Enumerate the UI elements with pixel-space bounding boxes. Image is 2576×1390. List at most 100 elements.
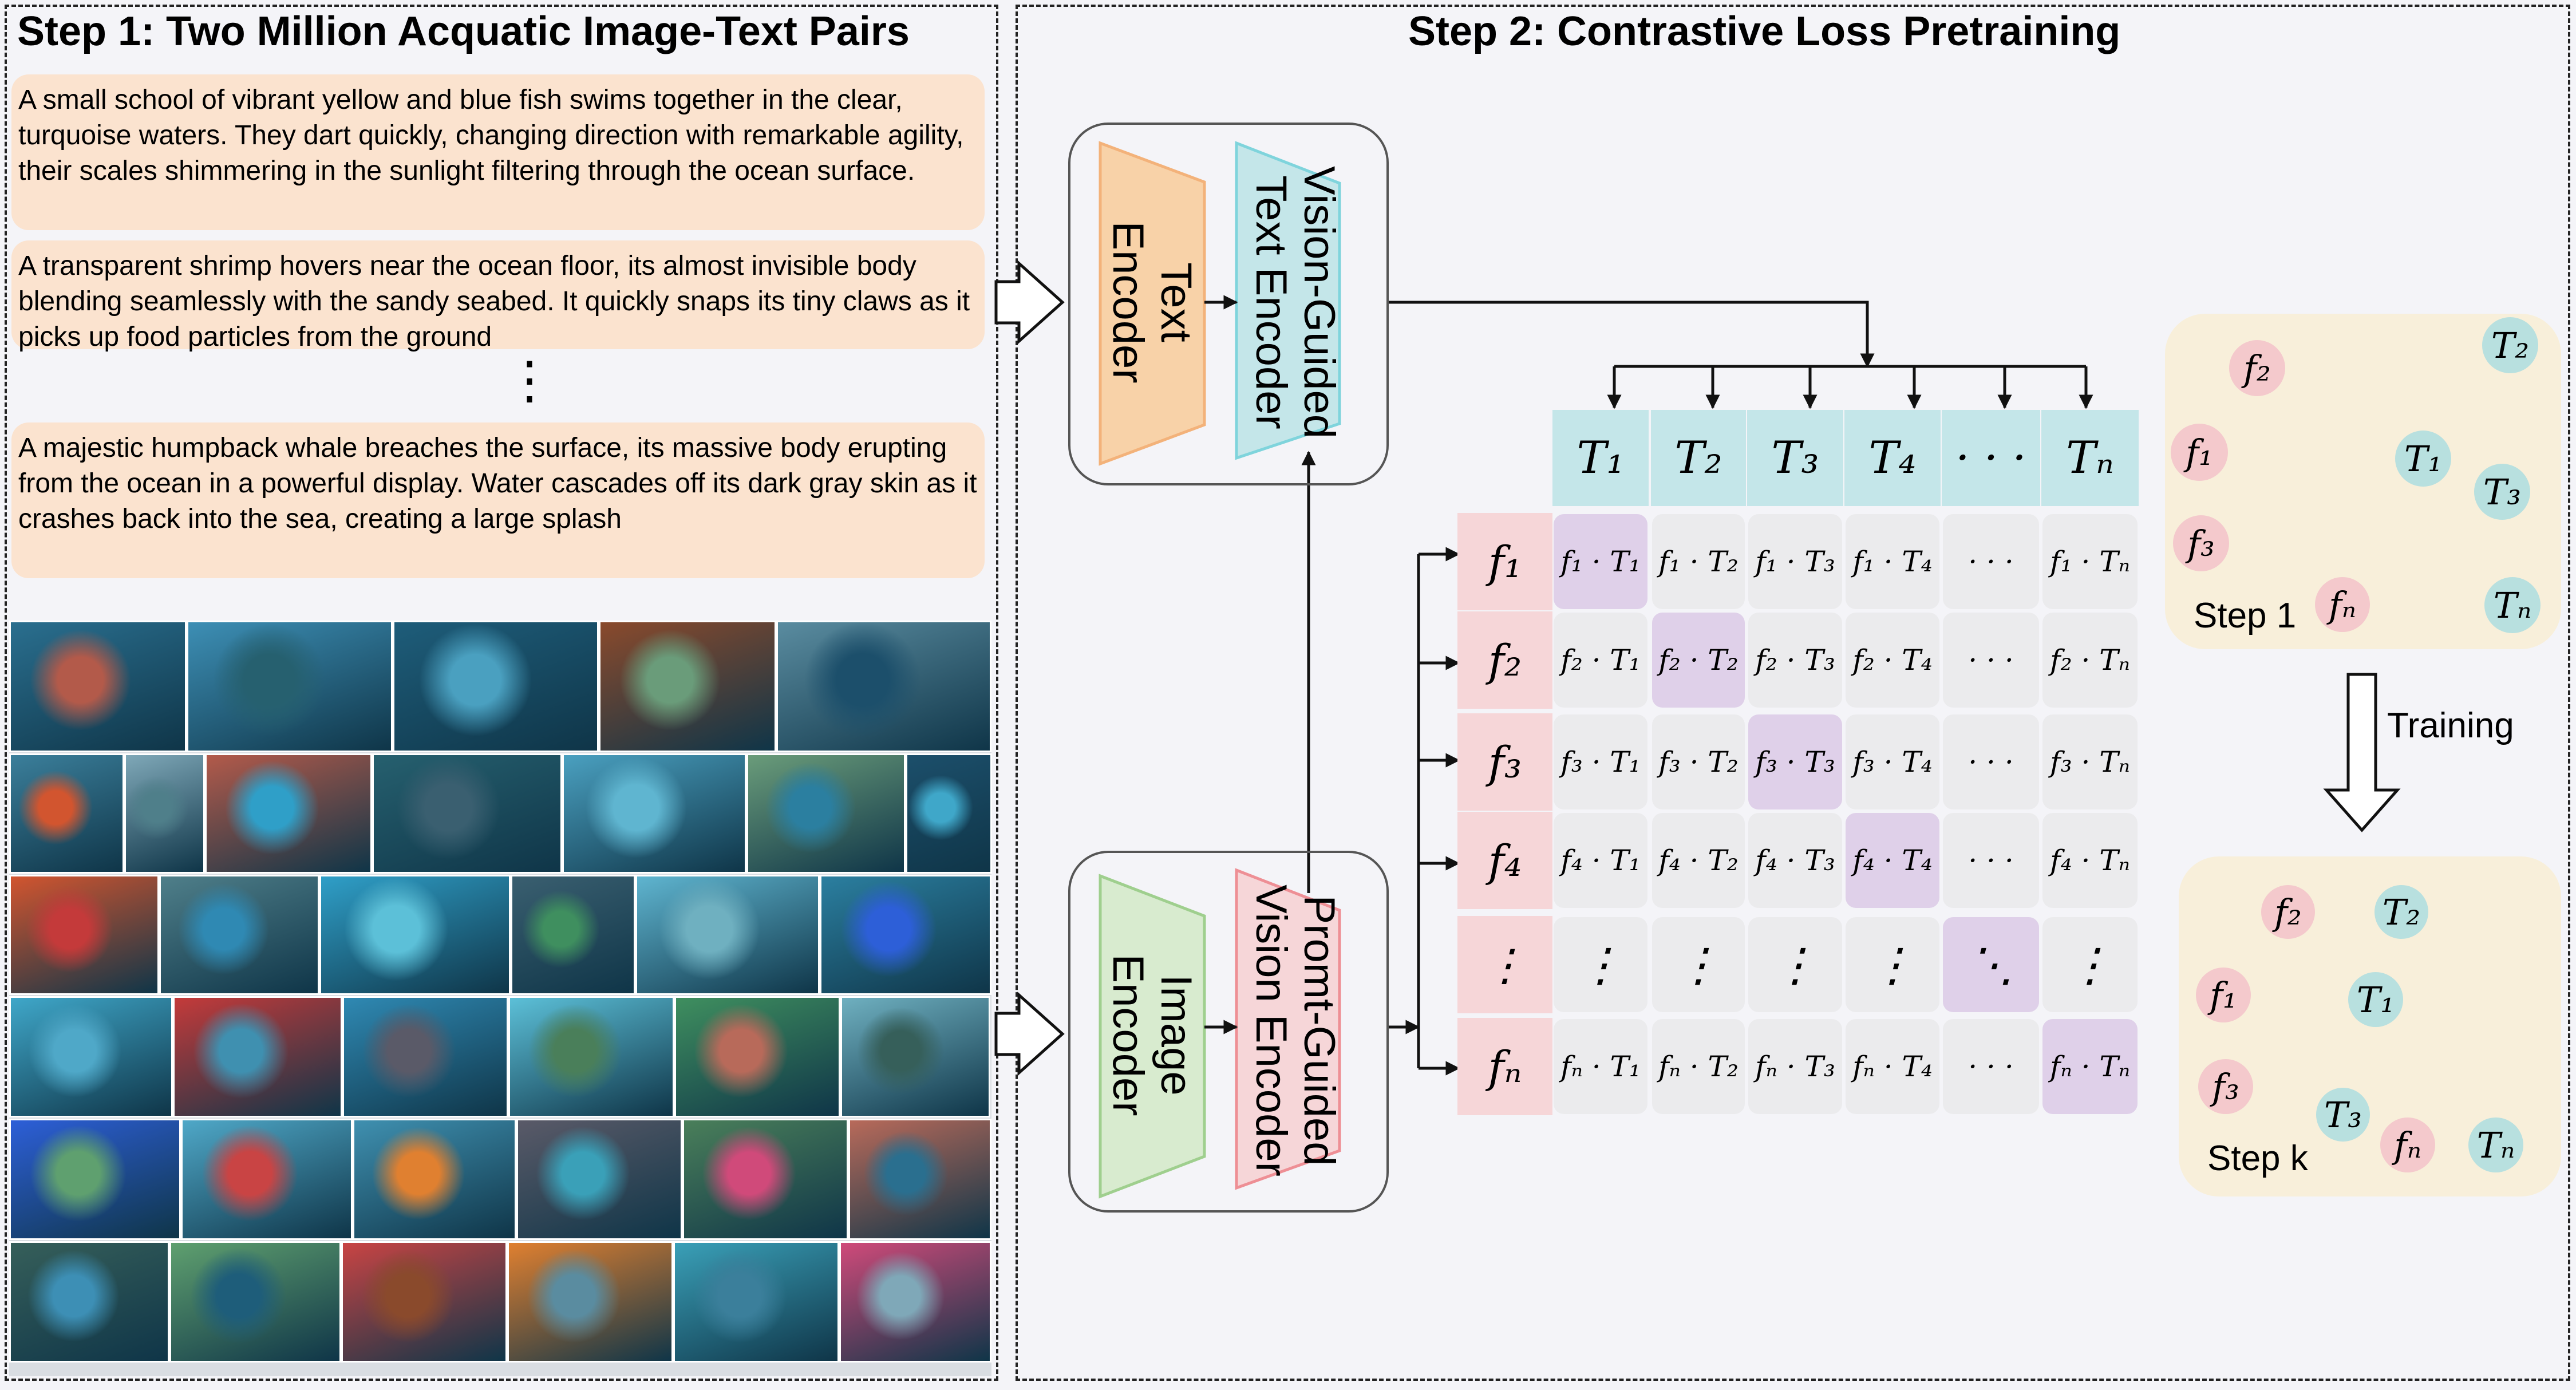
step1-label: Step 1 — [2194, 596, 2297, 635]
underwater-photo — [9, 621, 187, 752]
underwater-photo — [516, 1119, 682, 1240]
text-feature-header-4: T₄ — [1844, 410, 1941, 506]
prompt-guided-vision-encoder-label: Promt-Guided Vision Encoder — [1247, 884, 1344, 1176]
node-tn-step1: Tₙ — [2484, 577, 2541, 633]
node-f2-step1: f₂ — [2229, 340, 2285, 396]
underwater-photo — [393, 621, 599, 752]
node-t2-stepk: T₂ — [2374, 885, 2428, 939]
underwater-photo — [562, 753, 746, 874]
underwater-photo — [840, 996, 990, 1117]
node-f2-stepk: f₂ — [2261, 885, 2315, 939]
image-mosaic — [9, 621, 992, 1376]
step2-panel — [1016, 5, 2570, 1381]
text-feature-header-3: T₃ — [1747, 410, 1843, 506]
underwater-photo — [169, 1241, 341, 1363]
similarity-cell: fₙ · T₂ — [1652, 1019, 1745, 1114]
underwater-photo — [319, 875, 511, 995]
node-t2-step1: T₂ — [2482, 317, 2538, 373]
underwater-photo — [746, 753, 906, 874]
similarity-cell: ⋱ — [1943, 917, 2039, 1012]
similarity-cell: · · · — [1943, 813, 2039, 908]
underwater-photo — [511, 875, 635, 995]
underwater-photo — [673, 1241, 839, 1363]
similarity-cell: · · · — [1943, 613, 2039, 708]
image-encoder-label: Image Encoder — [1104, 954, 1200, 1116]
similarity-cell: f₂ · T₄ — [1846, 613, 1939, 708]
underwater-photo — [508, 996, 674, 1117]
image-feature-header-6: fₙ — [1457, 1018, 1552, 1115]
text-feature-header-1: T₁ — [1552, 410, 1649, 506]
node-t1-stepk: T₁ — [2348, 972, 2403, 1027]
underwater-photo — [635, 875, 820, 995]
underwater-photo — [9, 753, 124, 874]
underwater-photo — [674, 996, 840, 1117]
text-bus-drops — [1607, 366, 2093, 409]
similarity-cell: f₄ · T₃ — [1748, 813, 1842, 908]
image-feature-header-5: ⋮ — [1457, 916, 1552, 1013]
image-feature-header-3: f₃ — [1457, 713, 1552, 811]
text-encoder-label: Text Encoder — [1104, 221, 1200, 384]
underwater-photo — [341, 1241, 507, 1363]
text-features-line — [1389, 301, 1875, 368]
underwater-photo — [124, 753, 205, 874]
text-feature-header-5: · · · — [1942, 410, 2040, 506]
underwater-photo — [353, 1119, 516, 1240]
step1-title: Step 1: Two Million Acquatic Image-Text … — [17, 9, 910, 54]
underwater-photo — [9, 875, 159, 995]
prompt-guided-vision-encoder-shape — [1235, 868, 1341, 1190]
similarity-cell: f₄ · T₁ — [1554, 813, 1647, 908]
similarity-cell: f₄ · T₂ — [1652, 813, 1745, 908]
underwater-photo — [599, 621, 776, 752]
similarity-cell: f₃ · T₁ — [1554, 714, 1647, 809]
image-input-arrow — [994, 992, 1065, 1076]
node-t3-step1: T₃ — [2474, 464, 2530, 520]
underwater-photo — [906, 753, 992, 874]
similarity-cell: f₁ · T₂ — [1652, 514, 1745, 609]
caption-2: A transparent shrimp hovers near the oce… — [11, 240, 985, 352]
underwater-photo — [205, 753, 372, 874]
text-feature-header-6: Tₙ — [2041, 410, 2139, 506]
similarity-cell: · · · — [1943, 1019, 2039, 1114]
underwater-photo — [9, 996, 173, 1117]
similarity-cell: f₂ · T₁ — [1554, 613, 1647, 708]
stepk-label: Step k — [2207, 1139, 2308, 1178]
underwater-photo — [839, 1241, 991, 1363]
underwater-photo — [848, 1119, 991, 1240]
similarity-cell: fₙ · Tₙ — [2042, 1019, 2138, 1114]
node-fn-step1: fₙ — [2315, 577, 2370, 632]
similarity-cell: fₙ · T₃ — [1748, 1019, 1842, 1114]
similarity-cell: f₁ · T₄ — [1846, 514, 1939, 609]
similarity-cell: f₁ · T₁ — [1554, 514, 1647, 609]
similarity-cell: f₄ · Tₙ — [2042, 813, 2138, 908]
similarity-cell: f₂ · T₂ — [1652, 613, 1745, 708]
node-fn-stepk: fₙ — [2380, 1117, 2435, 1172]
caption-ellipsis: ⋮ — [504, 352, 555, 409]
underwater-photo — [507, 1241, 673, 1363]
underwater-photo — [372, 753, 562, 874]
image-feature-header-2: f₂ — [1457, 611, 1552, 709]
node-f3-stepk: f₃ — [2198, 1059, 2253, 1114]
underwater-photo — [682, 1119, 848, 1240]
vision-guided-text-encoder-shape — [1235, 141, 1341, 460]
similarity-cell: fₙ · T₄ — [1846, 1019, 1939, 1114]
underwater-photo — [820, 875, 991, 995]
underwater-photo — [9, 1241, 169, 1363]
underwater-photo — [9, 1119, 181, 1240]
similarity-cell: ⋮ — [1554, 917, 1647, 1012]
node-tn-stepk: Tₙ — [2468, 1117, 2523, 1172]
similarity-cell: f₂ · Tₙ — [2042, 613, 2138, 708]
text-input-arrow — [994, 260, 1065, 345]
underwater-photo — [173, 996, 342, 1117]
step2-title: Step 2: Contrastive Loss Pretraining — [1408, 9, 2121, 54]
node-f1-step1: f₁ — [2171, 424, 2228, 481]
underwater-photo — [342, 996, 508, 1117]
caption-3: A majestic humpback whale breaches the s… — [11, 422, 985, 578]
text-encoder-shape — [1099, 141, 1206, 466]
image-feature-header-4: f₄ — [1457, 812, 1552, 909]
similarity-cell: f₃ · T₂ — [1652, 714, 1745, 809]
text-encoder-group — [1068, 123, 1389, 485]
step1-panel — [5, 5, 998, 1381]
image-encoder-shape — [1099, 874, 1206, 1199]
